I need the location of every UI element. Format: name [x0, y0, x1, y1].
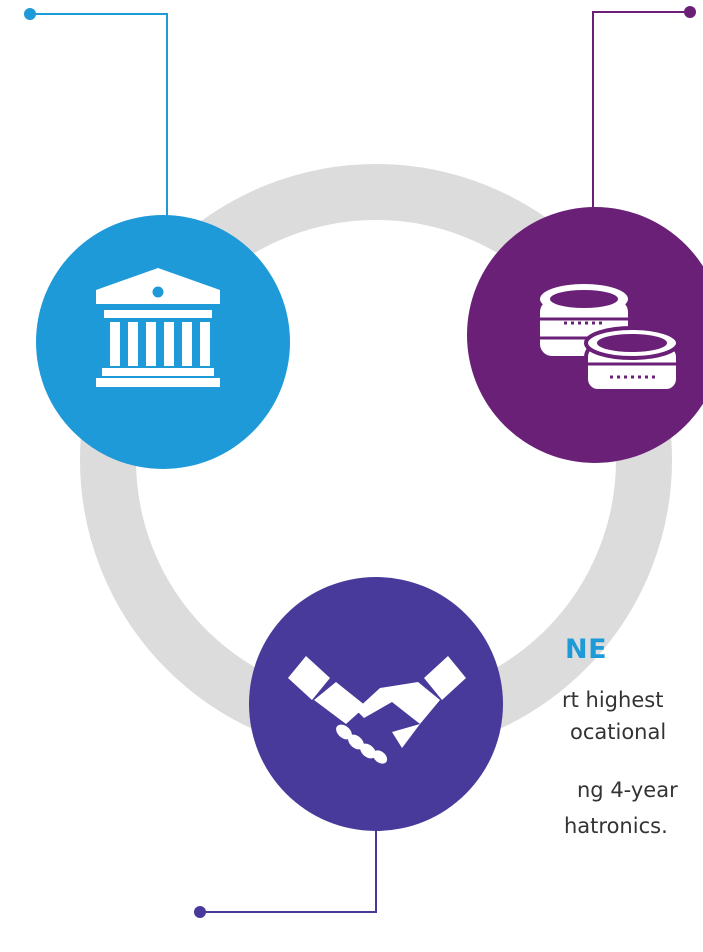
body-text-line: ng 4-year — [577, 778, 678, 802]
section-heading: NE — [565, 634, 608, 665]
body-text-line: rt highest — [562, 688, 664, 712]
bank-icon — [96, 268, 220, 387]
body-text-line: ocational — [570, 720, 667, 744]
node-coins — [467, 207, 703, 463]
coins-icon — [540, 284, 680, 393]
node-bank — [36, 215, 290, 469]
connector-top-right — [592, 6, 696, 215]
body-text-line: hatronics. — [564, 814, 668, 838]
connector-top-left — [24, 8, 168, 225]
node-handshake — [249, 577, 503, 831]
connector-bottom — [194, 830, 377, 918]
handshake-icon — [288, 656, 466, 764]
